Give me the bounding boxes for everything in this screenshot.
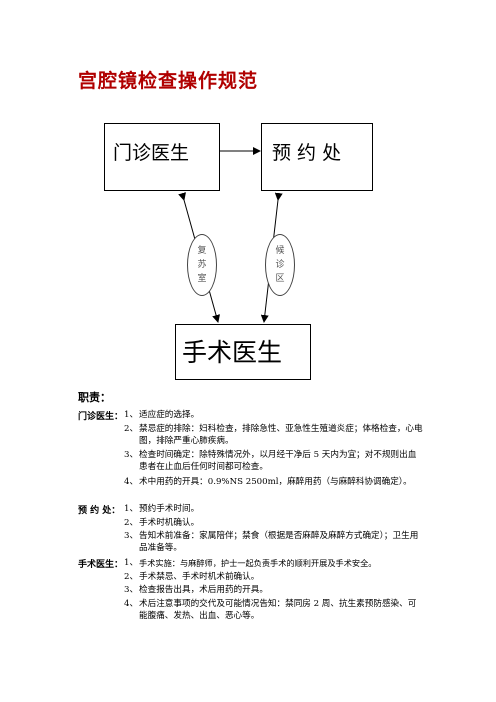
surgeon-label: 手术医生 [182,338,283,367]
waiting-area-label: 候诊区 [275,246,285,284]
appointment-desk-box: 预 约 处 [261,123,373,191]
role-outpatient-doctor: 门诊医生： [78,412,124,422]
recovery-room-oval: 复苏室 [187,234,217,296]
duties-heading: 职责： [78,391,111,404]
role-surgeon: 手术医生： [78,560,124,570]
appointment-desk-label: 预 约 处 [272,142,342,164]
waiting-area-oval: 候诊区 [265,234,295,296]
surgeon-box: 手术医生 [175,324,311,380]
role-appointment-desk: 预 约 处： [78,506,121,516]
outpatient-doctor-label: 门诊医生 [113,142,190,164]
outpatient-doctor-box: 门诊医生 [104,123,220,191]
page-title: 宫腔镜检查操作规范 [78,70,259,92]
recovery-room-label: 复苏室 [197,246,207,284]
